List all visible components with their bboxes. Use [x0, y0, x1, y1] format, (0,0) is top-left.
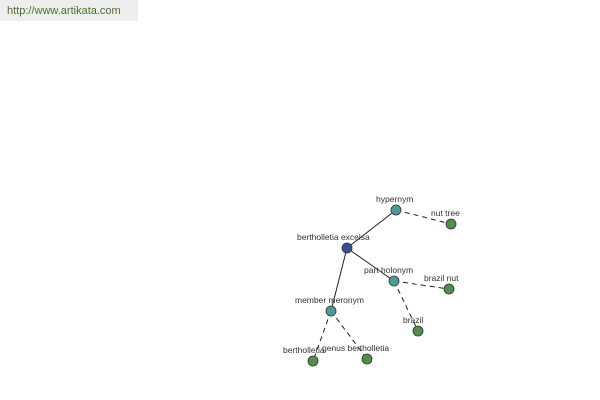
label-part-holonym[interactable]: part holonym [364, 265, 413, 275]
node-genus-bertholletia[interactable] [361, 353, 373, 365]
edge-part-holonym-brazil-nut [393, 280, 450, 290]
node-part-holonym[interactable] [388, 275, 400, 287]
edge-part-holonym-brazil [393, 280, 419, 332]
label-bertholletia[interactable]: bertholletia [283, 345, 325, 355]
node-member-meronym[interactable] [325, 305, 337, 317]
label-hypernym[interactable]: hypernym [376, 194, 413, 204]
node-hypernym[interactable] [390, 204, 402, 216]
node-brazil[interactable] [412, 325, 424, 337]
label-genus-bertholletia[interactable]: genus bertholletia [322, 343, 389, 353]
edge-member-meronym-genus-bertholletia [330, 310, 368, 360]
label-member-meronym[interactable]: member meronym [295, 295, 364, 305]
node-brazil-nut[interactable] [443, 283, 455, 295]
label-bertholletia-excelsa[interactable]: bertholletia excelsa [297, 232, 370, 242]
node-bertholletia[interactable] [307, 355, 319, 367]
edge-center-part-holonym [346, 247, 395, 282]
node-bertholletia-excelsa[interactable] [341, 242, 353, 254]
edge-hypernym-nut-tree [395, 209, 452, 225]
label-brazil[interactable]: brazil [403, 315, 423, 325]
label-brazil-nut[interactable]: brazil nut [424, 273, 459, 283]
edge-center-member-meronym [330, 247, 348, 312]
node-nut-tree[interactable] [445, 218, 457, 230]
label-nut-tree[interactable]: nut tree [431, 208, 460, 218]
edge-center-hypernym [346, 209, 397, 249]
site-url[interactable]: http://www.artikata.com [0, 0, 138, 21]
